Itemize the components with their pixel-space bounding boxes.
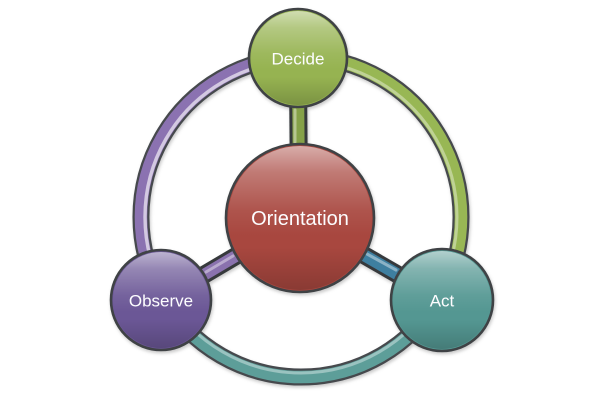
node-decide-label: Decide — [272, 50, 325, 69]
node-act: Act — [389, 247, 495, 353]
node-orientation: Orientation — [224, 142, 376, 294]
node-observe: Observe — [109, 248, 213, 352]
node-observe-label: Observe — [129, 292, 193, 311]
node-decide: Decide — [247, 7, 349, 109]
node-orientation-label: Orientation — [251, 208, 349, 230]
node-act-label: Act — [430, 292, 455, 311]
